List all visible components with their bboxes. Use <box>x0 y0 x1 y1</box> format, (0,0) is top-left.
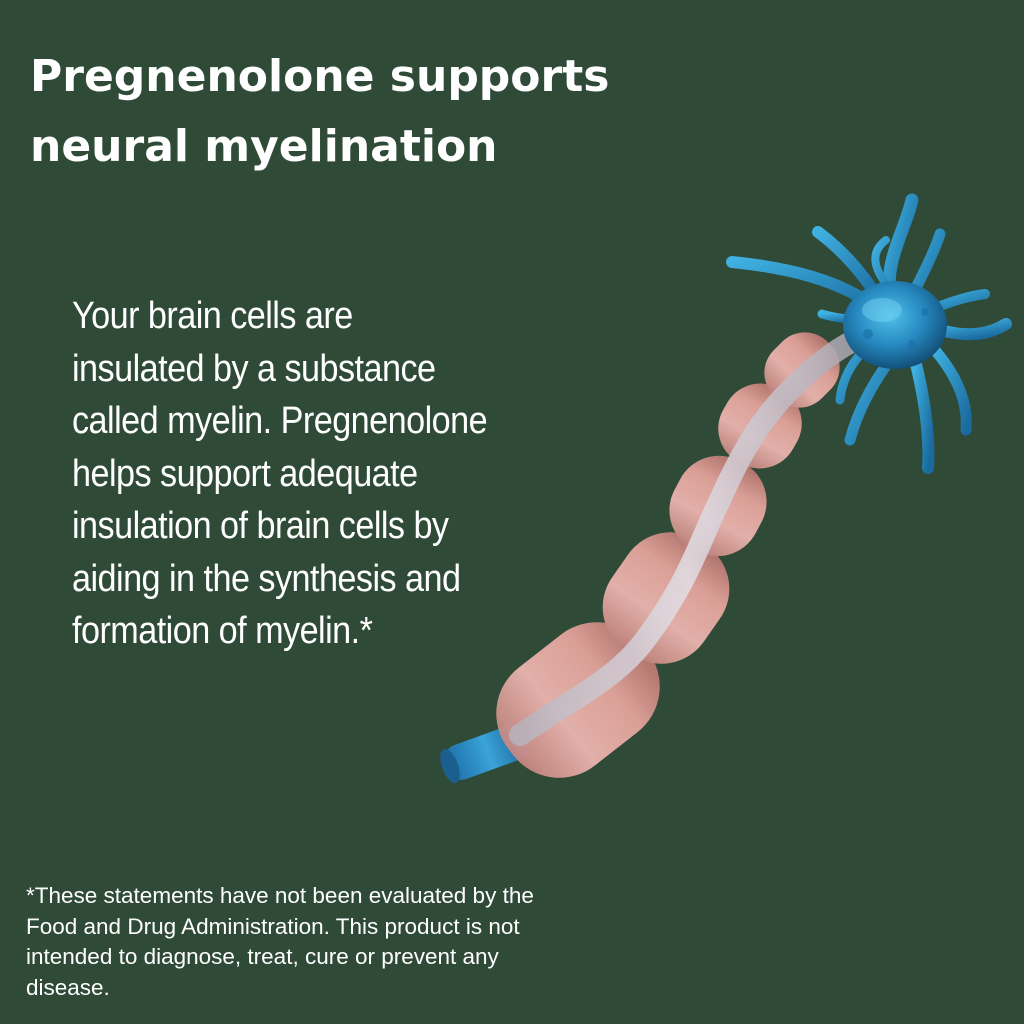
body-text: Your brain cells are insulated by a subs… <box>72 295 488 652</box>
headline: Pregnenolone supports neural myelination <box>30 51 610 172</box>
fda-disclaimer: *These statements have not been evaluate… <box>26 883 534 1000</box>
neuron-cell-body-icon <box>843 281 947 369</box>
axon-core <box>509 329 866 746</box>
neuron-illustration <box>440 193 1012 784</box>
